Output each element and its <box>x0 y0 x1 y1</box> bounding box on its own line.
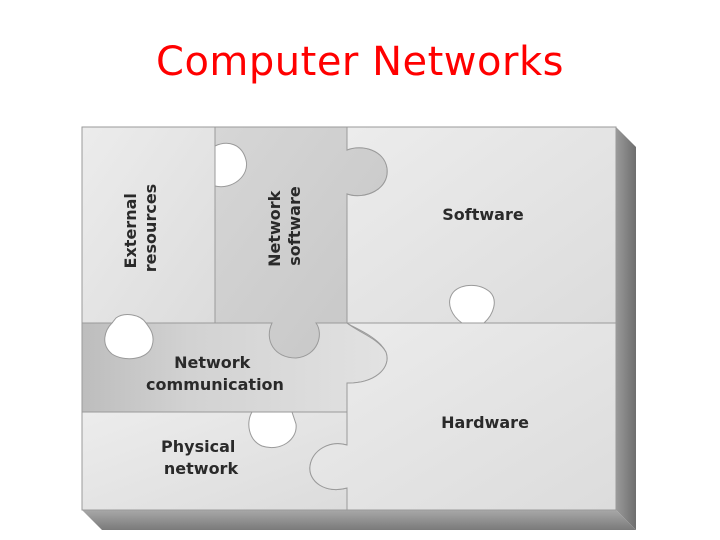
label-hardware-line1: Hardware <box>441 413 529 432</box>
label-network-software: Network software <box>265 185 304 267</box>
label-network-software-line2: software <box>285 186 304 266</box>
label-network-communication: Network communication <box>146 353 284 394</box>
slide-title: Computer Networks <box>156 39 564 85</box>
board-right-side <box>616 127 636 530</box>
label-physical-network-line2: network <box>164 459 239 478</box>
label-software-line1: Software <box>442 205 524 224</box>
label-external-resources-line2: resources <box>141 184 160 272</box>
board-bottom-side <box>82 510 636 530</box>
label-network-communication-line2: communication <box>146 375 284 394</box>
label-physical-network: Physical network <box>161 437 241 478</box>
label-hardware: Hardware <box>441 413 529 432</box>
piece-software <box>346 126 617 324</box>
label-software: Software <box>442 205 524 224</box>
label-network-communication-line1: Network <box>174 353 251 372</box>
label-external-resources-line1: External <box>121 193 140 268</box>
piece-hardware <box>309 322 617 511</box>
label-physical-network-line1: Physical <box>161 437 235 456</box>
label-external-resources: External resources <box>121 184 160 272</box>
label-network-software-line1: Network <box>265 190 284 267</box>
piece-external-resources <box>81 126 216 324</box>
